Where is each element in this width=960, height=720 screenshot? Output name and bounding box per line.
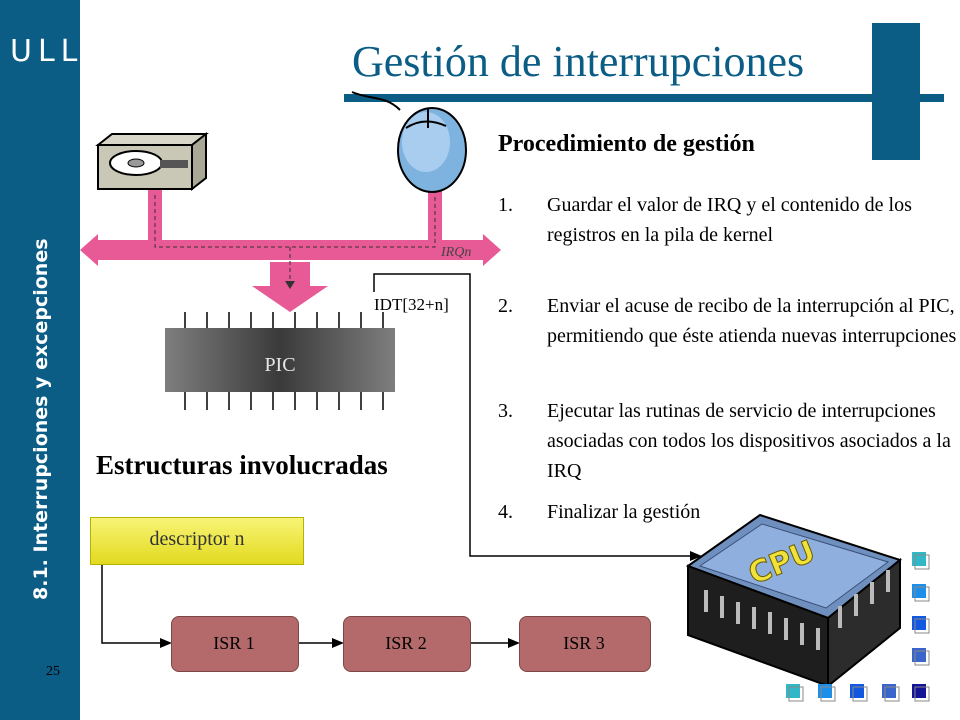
cpu-chip-icon: CPU [685,513,903,689]
page-number: 25 [46,664,60,679]
procedure-step: 2. Enviar el acuse de recibo de la inter… [498,291,958,386]
sidebar [0,0,80,720]
step-number: 3. [498,400,513,422]
step-text: Guardar el valor de IRQ y el contenido d… [547,194,912,246]
descriptor-box [90,517,304,565]
procedure-step: 4. Finalizar la gestión [498,497,958,529]
decorative-squares [786,552,930,702]
descriptor-to-isr-line [101,563,160,644]
pic-chip [165,328,395,392]
cdrom-connector [148,190,162,240]
isr-label: ISR 1 [213,633,255,653]
procedure-step: 3. Ejecutar las rutinas de servicio de i… [498,396,958,491]
procedure-heading: Procedimiento de gestión [498,131,755,157]
step-number: 4. [498,501,513,523]
step-number: 1. [498,194,513,216]
descriptor-label-text: descriptor n [149,528,245,550]
mouse-icon [351,91,467,193]
idt-dispatch-line [373,273,690,557]
isr-box [343,616,471,672]
descriptor-label: descriptor n [90,528,304,551]
university-logo: ULL [10,34,84,69]
pic-label: PIC [264,354,296,376]
isr-label: ISR 2 [385,633,427,653]
isr-arrowhead [508,638,520,648]
isr-box [519,616,651,672]
isr-label: ISR 3 [563,633,605,653]
descriptor-arrowhead [160,638,172,648]
step-number: 2. [498,295,513,317]
cdrom-drive-icon [95,131,209,192]
irq-arrowhead [285,281,295,289]
step-text: Finalizar la gestión [547,501,701,523]
pic-pins [184,312,384,410]
irq-dashed-path [154,195,436,248]
procedure-step: 1. Guardar el valor de IRQ y el contenid… [498,190,958,285]
title-underline [344,94,944,102]
idt-label: IDT[32+n] [374,295,449,314]
isr-box [171,616,299,672]
idt-arrowhead [690,551,702,561]
irq-label: IRQn [441,245,472,260]
structures-heading: Estructuras involucradas [96,450,388,480]
title-accent-block [872,23,920,160]
slide-title: Gestión de interrupciones [352,37,805,86]
step-text: Ejecutar las rutinas de servicio de inte… [547,400,951,482]
step-text: Enviar el acuse de recibo de la interrup… [547,295,957,347]
isr-arrowhead [332,638,344,648]
